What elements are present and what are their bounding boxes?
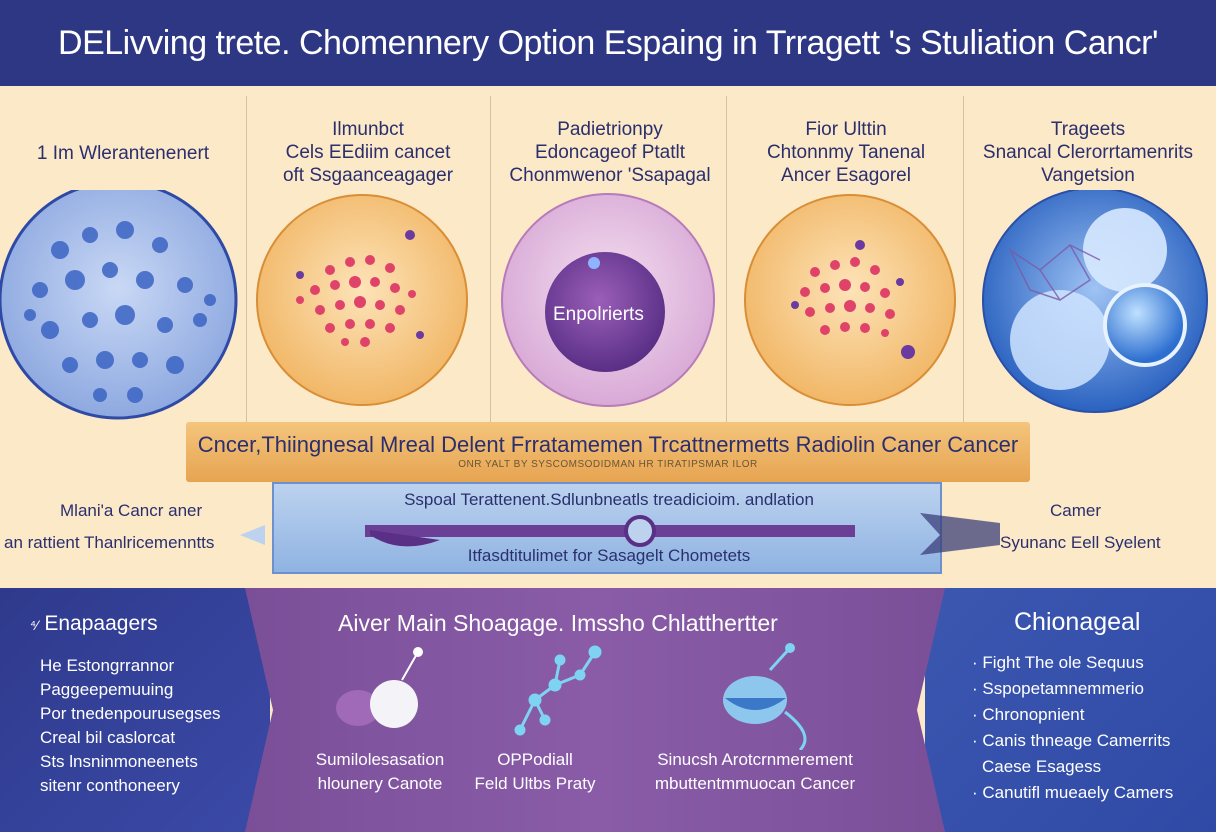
list-item: · Fight The ole Sequus [972,653,1144,672]
middle-right-line1: Camer [1050,501,1102,520]
panel-divider [490,96,491,426]
list-item: · Canutifl mueaely Camers [972,783,1174,802]
caption-1: Sumilolesasation hlounery Canote [315,750,445,793]
list-item: · Sspopetamnemmerio [972,679,1144,698]
list-item: Por tnedenpourusegses [40,704,221,723]
middle-left-line1: Mlani'a Cancr aner [60,501,203,520]
title-banner: DELivving trete. Chomennery Option Espai… [0,0,1216,86]
bottom-right-list: · Fight The ole Sequus · Sspopetamnemmer… [972,650,1173,806]
timeline-arrow [240,513,1000,555]
list-item: Caese Esagess [982,757,1102,776]
panel-divider [726,96,727,426]
column-title-5: Trageets Snancal Clerorrtamenrits Vanget… [982,119,1194,186]
treatment-banner-text: Cncer,Thiingnesal Mreal Delent Frratamem… [197,432,1019,457]
list-item: · Canis thneage Camerrits [972,731,1171,750]
bottom-left-panel [0,588,270,832]
targeted-therapy-circle [982,190,1208,413]
bottom-section [0,588,1216,832]
list-item: Creal bil caslorcat [40,728,176,747]
list-item: sitenr conthoneery [40,776,180,795]
bottom-right-heading: Chionageal [1014,608,1141,636]
blue-cell-circle [0,190,238,420]
center-circle-label: Enpolrierts [553,304,644,325]
bullet-icon: ⁴⁄ [30,617,39,633]
caption-3: Sinucsh Arotcrnmerement mbuttentmmuocan … [654,750,856,793]
middle-left-line2: an rattient Thanlricemenntts [4,533,215,552]
panel-divider [246,96,247,426]
cell-illustrations [0,190,1208,420]
bottom-right-panel [925,588,1216,832]
list-item: · Chronopnient [972,705,1085,724]
molecule-icon [514,645,602,736]
bottom-left-list: He Estongrrannor Paggeepemuuing Por tned… [40,654,221,798]
list-item: He Estongrrannor [40,656,175,675]
treatment-banner: Cncer,Thiingnesal Mreal Delent Frratamem… [186,422,1030,482]
panel-divider [963,96,964,426]
timeline-top-text: Sspoal Terattenent.Sdlunbneatls treadici… [404,490,814,509]
bottom-middle-heading: Aiver Main Shoagage. Imssho Chlatthertte… [338,610,778,636]
chemotherapy-cluster-circle [744,194,956,406]
list-item: Paggeepemuuing [40,680,174,699]
syringe-icon [723,643,807,750]
list-item: Sts lnsninmoneenets [40,752,198,771]
page-title: DELivving trete. Chomennery Option Espai… [58,23,1158,62]
column-title-4: Fior Ulttin Chtonnmy Tanenal Ancer Esago… [766,119,926,186]
treatment-banner-subtext: ONR YALT BY SYSCOMSODIDMAN HR TIRATIPSMA… [458,459,758,470]
column-title-3: Padietrionpy Edoncageof Ptatlt Chonmweno… [509,119,711,186]
timeline-bottom-text: Itfasdtitulimet for Sasagelt Chometets [467,546,751,565]
tumor-cluster-circle [256,194,468,406]
pill-icon [336,647,423,728]
radiation-target-circle [501,193,715,407]
middle-right-line2: Syunanc Eell Syelent [1000,533,1161,552]
column-title-1: 1 Im Wlerantenenert [36,143,210,164]
bottom-left-heading: ⁴⁄Enapaagers [30,612,158,635]
column-title-2: Ilmunbct Cels EEdiim cancet oft Ssgaance… [282,119,454,186]
treatment-icons [336,643,807,750]
caption-2: OPPodiall Feld Ultbs Praty [474,750,596,793]
